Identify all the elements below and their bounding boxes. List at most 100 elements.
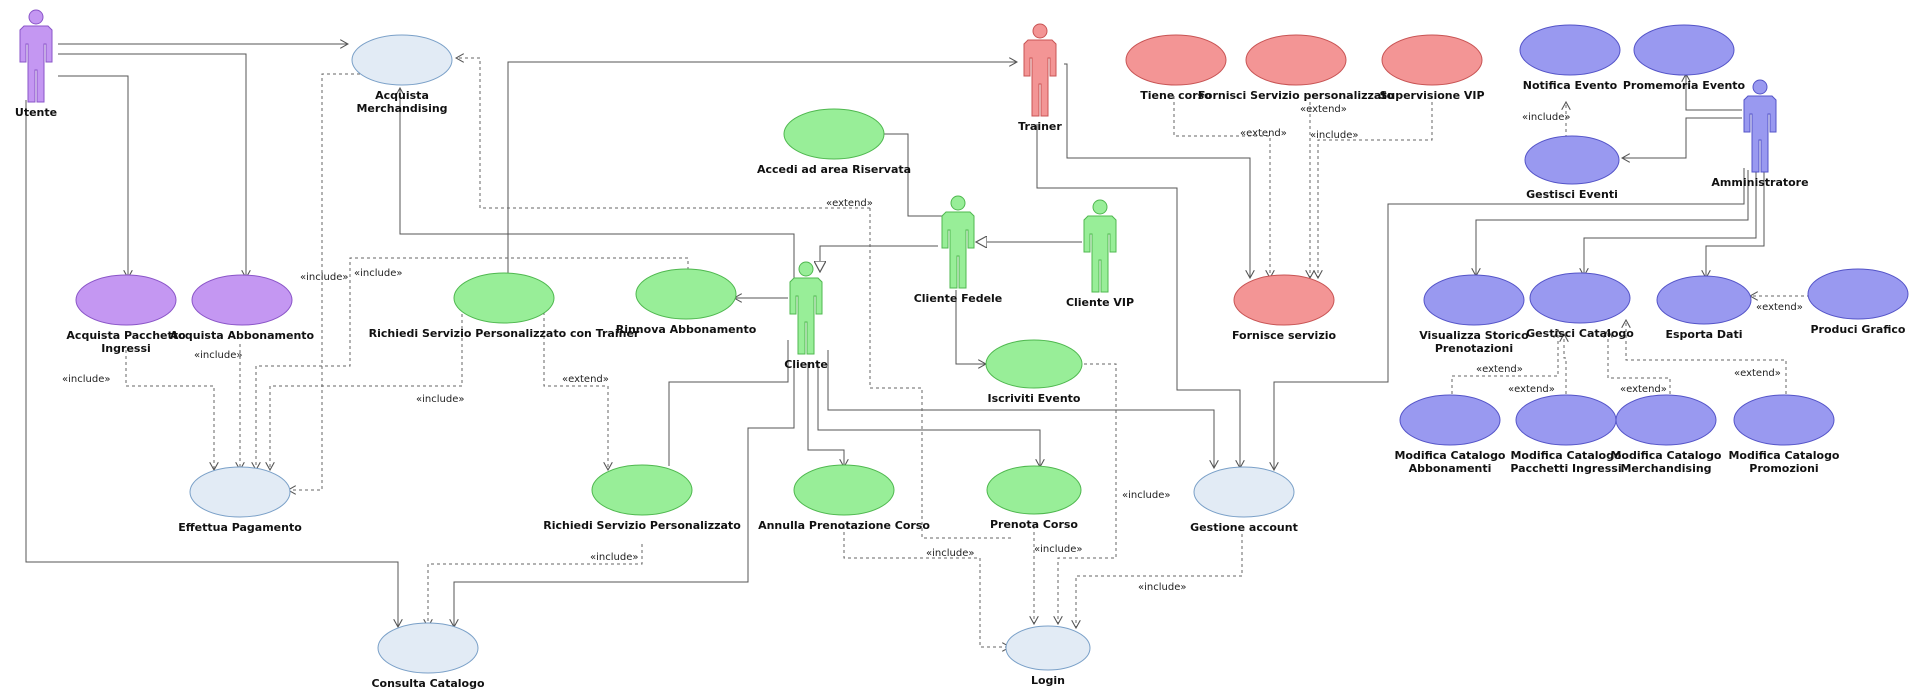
actor-amministratore: Amministratore: [1711, 79, 1809, 189]
stereo-extend-1: «extend»: [562, 374, 609, 385]
uc-consulta-catalogo: Consulta Catalogo: [371, 622, 485, 690]
actor-head: [1752, 79, 1768, 95]
uc-gestisci-catalogo: Gestisci Catalogo: [1526, 272, 1634, 340]
stereo-include-3: «include»: [300, 272, 348, 283]
use-case-label: Iscriviti Evento: [988, 392, 1081, 405]
stereo-extend-4: «extend»: [1300, 104, 1347, 115]
dep-servizio-catalogo: [428, 544, 643, 627]
actor-label: Cliente VIP: [1066, 296, 1134, 309]
actor-body: [19, 25, 53, 103]
use-case-ellipse: [75, 274, 177, 326]
dep-merch-pagamento: [288, 73, 378, 490]
assoc-admin-storico: [1476, 170, 1749, 276]
dep-richiedi-trainer-servizio: [543, 312, 608, 470]
use-case-label: Visualizza Storico: [1419, 329, 1529, 342]
stereo-extend-8: «extend»: [1620, 384, 1667, 395]
use-case-label: Fornisci Servizio personalizzato: [1198, 89, 1395, 102]
actors: Utente Trainer Amministratore Cliente Cl…: [15, 9, 1809, 371]
actor-label: Amministratore: [1711, 176, 1808, 189]
use-case-ellipse: [189, 466, 291, 518]
use-case-label: Login: [1031, 674, 1065, 687]
actor-trainer: Trainer: [1018, 23, 1062, 133]
use-case-label: Gestione account: [1190, 521, 1298, 534]
use-case-label: Abbonamenti: [1409, 462, 1492, 475]
assoc-utente-abbonamento: [58, 53, 246, 278]
actor-body: [1023, 39, 1057, 117]
assoc-admin-gestione: [1274, 168, 1745, 470]
dep-merch-catalogo: [1608, 330, 1671, 394]
assoc-utente-catalogo: [25, 100, 398, 627]
use-case-ellipse: [1193, 466, 1295, 518]
use-case-ellipse: [1633, 24, 1735, 76]
stereo-extend-6: «extend»: [1476, 364, 1523, 375]
stereo-include-12: «include»: [1522, 112, 1570, 123]
assoc-cliente-merch: [400, 88, 795, 301]
use-case-label: Esporta Dati: [1665, 328, 1742, 341]
use-case-ellipse: [591, 464, 693, 516]
use-case-label: Prenota Corso: [990, 518, 1078, 531]
dep-annulla-login: [843, 526, 1010, 647]
actor-body: [1743, 95, 1777, 173]
use-case-label: Modifica Catalogo: [1610, 449, 1721, 462]
dep-gestione-login: [1076, 534, 1243, 628]
uc-fornisce-servizio: Fornisce servizio: [1232, 274, 1337, 342]
assoc-cliente-gestione: [827, 350, 1214, 468]
uc-promemoria-evento: Promemoria Evento: [1623, 24, 1746, 92]
use-case-label: Richiedi Servizio Personalizzato: [543, 519, 741, 532]
use-case-ellipse: [1423, 274, 1525, 326]
uc-iscriviti-evento: Iscriviti Evento: [985, 339, 1083, 405]
assoc-admin-promemoria: [1686, 74, 1742, 111]
use-case-label: Modifica Catalogo: [1728, 449, 1839, 462]
stereotype-labels: «include» «include» «include» «include» …: [62, 104, 1803, 593]
uc-effettua-pagamento: Effettua Pagamento: [178, 466, 302, 534]
assoc-fedele-iscriviti: [955, 290, 986, 364]
uc-gestisci-eventi: Gestisci Eventi: [1524, 135, 1620, 201]
assoc-trainer-fornisce: [1064, 63, 1250, 278]
actor-head: [28, 9, 44, 25]
use-case-label: Merchandising: [356, 102, 447, 115]
use-case-ellipse: [1733, 394, 1835, 446]
assoc-cliente-catalogo: [454, 362, 795, 627]
uc-rinnova-abbonamento: Rinnova Abbonamento: [616, 268, 757, 336]
uc-annulla-prenotazione: Annulla Prenotazione Corso: [758, 464, 930, 532]
actor-cliente-vip: Cliente VIP: [1066, 199, 1134, 309]
uc-login: Login: [1005, 625, 1091, 687]
stereo-extend-7: «extend»: [1508, 384, 1555, 395]
assoc-admin-esporta: [1706, 170, 1765, 278]
use-case-ellipse: [1524, 135, 1620, 185]
assoc-trainer-gestione: [1036, 124, 1240, 468]
use-case-label: Accedi ad area Riservata: [757, 163, 911, 176]
uc-supervisione-vip: Supervisione VIP: [1379, 34, 1485, 102]
use-case-ellipse: [1519, 24, 1621, 76]
stereo-extend-3: «extend»: [1240, 128, 1287, 139]
stereo-include-8: «include»: [1034, 544, 1082, 555]
use-case-label: Pacchetti Ingressi: [1510, 462, 1621, 475]
uc-richiedi-trainer: Richiedi Servizio Personalizzato con Tra…: [369, 272, 640, 340]
use-case-label: Acquista: [375, 89, 429, 102]
use-case-ellipse: [985, 339, 1083, 389]
stereo-extend-9: «extend»: [1734, 368, 1781, 379]
use-case-label: Annulla Prenotazione Corso: [758, 519, 930, 532]
use-case-ellipse: [1529, 272, 1631, 324]
use-case-label: Fornisce servizio: [1232, 329, 1337, 342]
actor-label: Cliente Fedele: [914, 292, 1003, 305]
dep-accedi-merch: [456, 58, 870, 209]
use-case-ellipse: [1807, 268, 1909, 320]
dep-promozioni-catalogo: [1626, 320, 1787, 394]
use-case-ellipse: [1125, 34, 1227, 86]
actor-label: Trainer: [1018, 120, 1062, 133]
use-case-ellipse: [377, 622, 479, 674]
stereo-include-11: «include»: [1310, 130, 1358, 141]
use-case-ellipse: [1381, 34, 1483, 86]
actor-head: [798, 261, 814, 277]
assoc-fedele-accedi: [880, 133, 944, 217]
assoc-admin-gestisci-eventi: [1622, 117, 1742, 158]
use-case-ellipse: [453, 272, 555, 324]
use-case-label: Supervisione VIP: [1379, 89, 1484, 102]
dep-abbonamenti-catalogo: [1451, 330, 1558, 394]
